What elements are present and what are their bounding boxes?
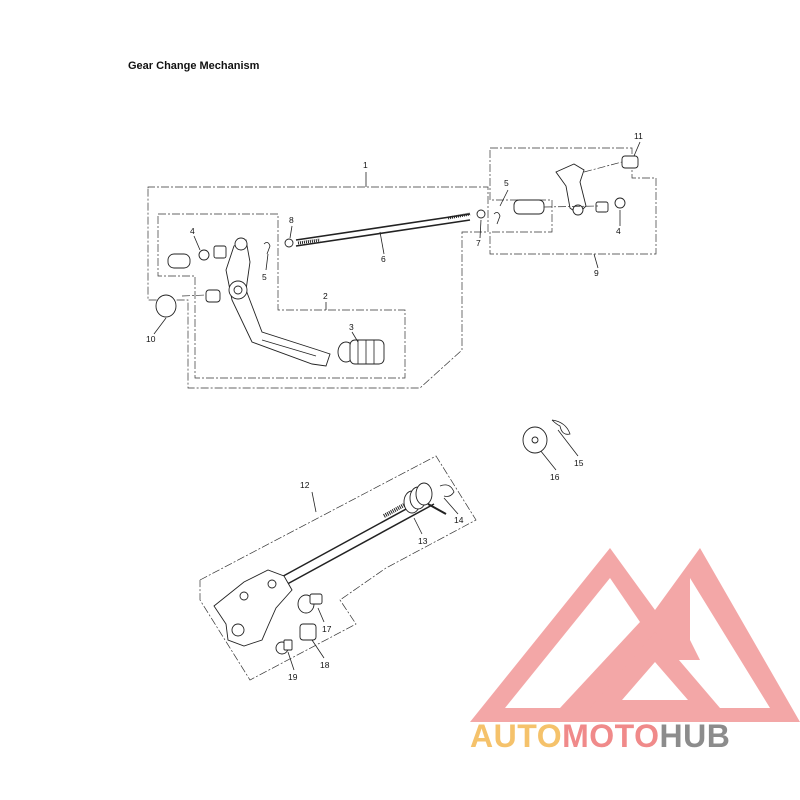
callout-6: 6 (381, 254, 386, 264)
ball-joint (513, 199, 545, 215)
group-1-boundary (147, 186, 489, 389)
callout-15: 15 (574, 458, 584, 468)
callout-2: 2 (323, 291, 328, 301)
callout-19: 19 (288, 672, 298, 682)
bolt-19 (275, 639, 293, 655)
callout-9: 9 (594, 268, 599, 278)
group-12-boundary (199, 455, 477, 681)
selector-plate (213, 569, 293, 647)
leader-lines (153, 141, 641, 671)
watermark-moto: MOTO (562, 718, 660, 754)
circlip-15 (551, 419, 571, 435)
callout-10: 10 (146, 334, 156, 344)
page-title: Gear Change Mechanism (128, 60, 260, 72)
pivot-bolt-left (167, 245, 227, 269)
callout-13: 13 (418, 536, 428, 546)
callout-16: 16 (550, 472, 560, 482)
selector-shaft (275, 495, 435, 589)
watermark-auto: AUTO (470, 718, 563, 754)
stopper-17 (297, 593, 323, 614)
nut-8 (284, 238, 294, 248)
pedal-pivot-10 (155, 289, 221, 318)
clip-left (263, 242, 271, 255)
watermark-logo (470, 548, 800, 722)
shift-rod (295, 212, 471, 247)
return-spring (403, 482, 447, 515)
bush-18 (299, 623, 317, 641)
nut-7 (476, 209, 486, 219)
circlip-14 (439, 484, 455, 497)
watermark-hub: HUB (659, 718, 731, 754)
callout-1: 1 (363, 160, 368, 170)
washer-16 (522, 426, 548, 454)
callout-8: 8 (289, 215, 294, 225)
watermark-text: AUTOMOTOHUB (470, 718, 730, 755)
callout-18: 18 (320, 660, 330, 670)
gear-pedal (225, 237, 331, 367)
callout-4-left: 4 (190, 226, 195, 236)
clip-right (493, 212, 501, 225)
callout-3: 3 (349, 322, 354, 332)
callout-12: 12 (300, 480, 310, 490)
callout-14: 14 (454, 515, 464, 525)
callout-11: 11 (634, 131, 643, 141)
group-2-boundary (157, 213, 406, 379)
pedal-rubber (337, 339, 385, 365)
callout-4-right: 4 (616, 226, 621, 236)
callout-5-left: 5 (262, 272, 267, 282)
callouts: 1 2 3 4 4 5 5 6 7 8 9 10 11 12 13 14 15 … (146, 131, 643, 682)
callout-5-right: 5 (504, 178, 509, 188)
callout-7: 7 (476, 238, 481, 248)
callout-17: 17 (322, 624, 332, 634)
